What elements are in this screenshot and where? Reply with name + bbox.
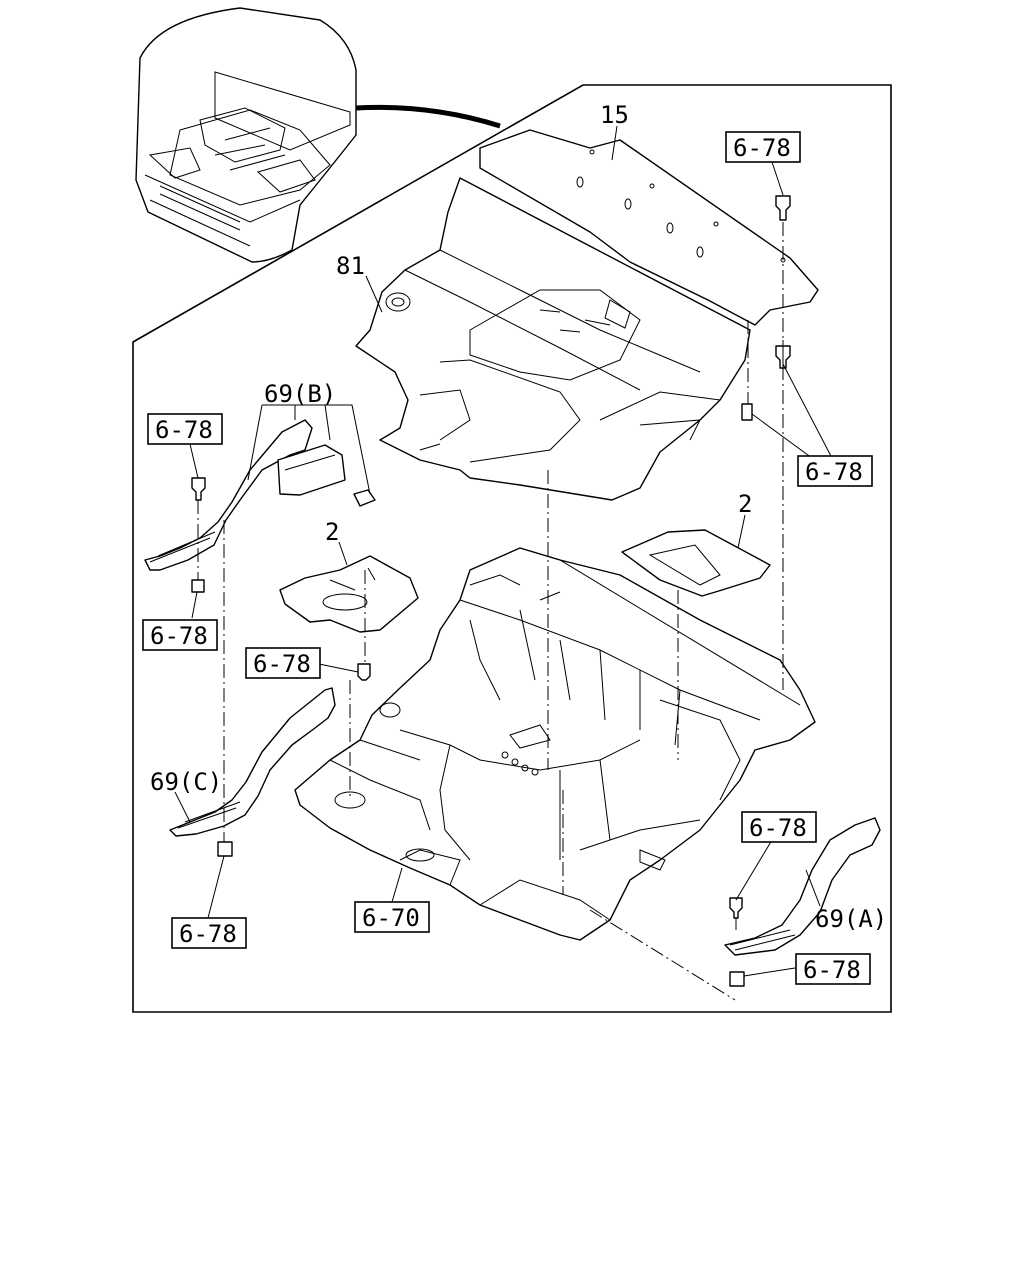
- main-floor-assembly: [294, 547, 816, 941]
- callout-6-78-top-label: 6-78: [733, 134, 791, 162]
- diagram-frame: [132, 84, 892, 1013]
- cab-inset-illustration: [135, 7, 501, 263]
- callout-69a-label: 69(A): [815, 905, 887, 933]
- callout-15-label: 15: [600, 101, 629, 129]
- callout-2-left-label: 2: [325, 518, 339, 546]
- callout-69b-label: 69(B): [264, 380, 336, 408]
- part-2-left: [279, 555, 419, 633]
- callout-6-78-center: 6-78: [245, 647, 321, 679]
- callout-2-right: 2: [738, 490, 752, 518]
- callout-81: 81: [336, 252, 365, 280]
- alignment-lines: [197, 222, 784, 1001]
- callout-69a: 69(A): [815, 905, 887, 933]
- callout-6-78-right-bottom: 6-78: [795, 953, 871, 985]
- callout-6-78-right-a-label: 6-78: [749, 814, 807, 842]
- callout-6-78-left-mid: 6-78: [142, 619, 218, 651]
- clip-fasteners: [191, 195, 791, 987]
- callout-6-78-left-top: 6-78: [147, 413, 223, 445]
- part-81-cover: [355, 177, 751, 501]
- callout-6-78-left-bottom-label: 6-78: [179, 920, 237, 948]
- callout-6-78-left-bottom: 6-78: [171, 917, 247, 949]
- callout-69c-label: 69(C): [150, 768, 222, 796]
- callout-6-78-right-a: 6-78: [741, 811, 817, 843]
- callout-6-70: 6-70: [354, 901, 430, 933]
- callout-6-78-left-mid-label: 6-78: [150, 622, 208, 650]
- part-2-right: [621, 529, 771, 597]
- callout-6-78-right-mid: 6-78: [797, 455, 873, 487]
- callout-2-left: 2: [325, 518, 339, 546]
- callout-81-label: 81: [336, 252, 365, 280]
- callout-6-78-right-mid-label: 6-78: [805, 458, 863, 486]
- callout-6-78-right-bottom-label: 6-78: [803, 956, 861, 984]
- callout-6-70-label: 6-70: [362, 904, 420, 932]
- part-69b-step: [144, 419, 376, 571]
- callout-2-right-label: 2: [738, 490, 752, 518]
- callout-69b: 69(B): [264, 380, 336, 408]
- part-69a-step: [724, 817, 881, 956]
- callout-69c: 69(C): [150, 768, 222, 796]
- part-15-panel: [479, 129, 819, 326]
- callout-6-78-top: 6-78: [725, 131, 801, 163]
- callout-15: 15: [600, 101, 629, 129]
- leader-lines: [174, 125, 833, 977]
- part-69c-step: [169, 687, 336, 837]
- callout-6-78-center-label: 6-78: [253, 650, 311, 678]
- callout-6-78-left-top-label: 6-78: [155, 416, 213, 444]
